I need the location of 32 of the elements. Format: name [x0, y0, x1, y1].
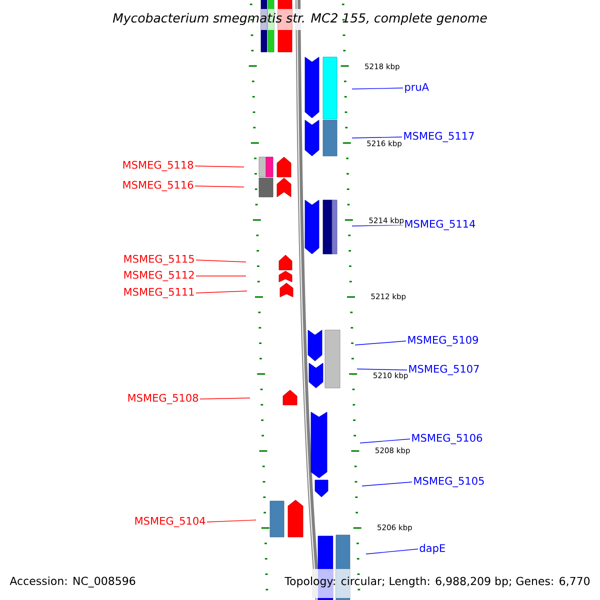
leader-line — [194, 166, 244, 168]
title: Mycobacterium smegmatis str. MC2 155, complete genome — [112, 12, 487, 26]
gene-label: MSMEG_5116 — [123, 180, 194, 192]
leader-line — [354, 340, 406, 346]
gene-label: MSMEG_5104 — [135, 516, 206, 528]
gene-label: dapE — [420, 544, 445, 554]
leader-line — [352, 224, 404, 226]
leader-line — [194, 186, 244, 188]
leader-line — [196, 260, 246, 262]
gene-label: MSMEG_5112 — [124, 270, 194, 282]
gene-label: MSMEG_5118 — [123, 160, 194, 172]
genome-summary-text: Topology: circular; Length: 6,988,209 bp; Genes: 6,770 — [284, 576, 590, 588]
gene-label: MSMEG_5117 — [404, 132, 474, 142]
gene-label: MSMEG_5105 — [414, 476, 484, 488]
leader-line — [360, 438, 410, 444]
leader-line — [362, 482, 412, 486]
gene-label: MSMEG_5109 — [408, 336, 478, 346]
gene-label: MSMEG_5107 — [409, 364, 479, 376]
leader-line — [352, 136, 402, 138]
leader-line — [196, 290, 248, 294]
accession-text: Accession: NC_008596 — [10, 576, 136, 588]
leader-line — [352, 88, 404, 90]
gene-label: MSMEG_5114 — [405, 220, 476, 230]
gene-label: MSMEG_5111 — [124, 288, 194, 298]
gene-label: MSMEG_5115 — [124, 254, 194, 266]
leader-line — [356, 368, 408, 370]
leader-line — [366, 548, 418, 554]
gene-label: MSMEG_5108 — [128, 394, 198, 404]
leader-line — [206, 520, 256, 522]
gene-label: pruA — [405, 83, 429, 93]
leader-line — [200, 398, 250, 400]
gene-label: MSMEG_5106 — [412, 434, 482, 444]
